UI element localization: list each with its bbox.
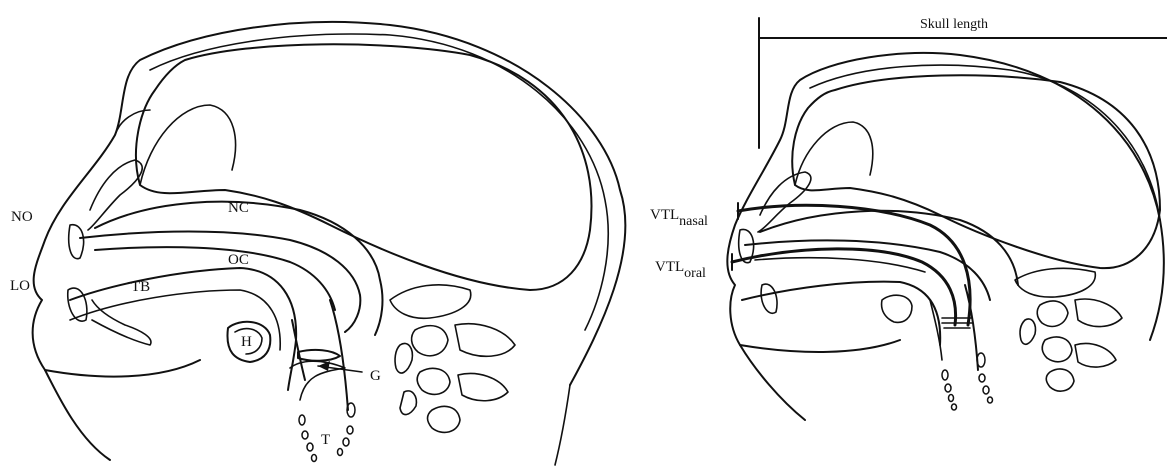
left-jaw [45, 360, 200, 377]
vtl-nasal-label: VTLnasal [650, 207, 708, 229]
right-cranium-outer [810, 65, 1160, 220]
left-glottis [298, 350, 340, 361]
right-jaw [740, 340, 900, 352]
left-upper-incisor [69, 225, 84, 259]
label-oc: OC [228, 252, 249, 268]
vtl-oral-sub: oral [684, 266, 706, 281]
right-skull-diagram: Skull length [650, 17, 1167, 420]
right-vertebrae [1015, 268, 1122, 391]
left-skull-diagram: NO NC OC LO TB H G T [10, 22, 625, 465]
left-vertebrae [390, 285, 515, 433]
left-lower-incisor [68, 288, 87, 321]
skull-length-label: Skull length [920, 17, 988, 32]
label-t: T [321, 432, 330, 448]
right-orbit [795, 122, 873, 185]
vtl-oral-label: VTLoral [655, 259, 706, 281]
label-g: G [370, 368, 381, 384]
vtl-nasal-sub: nasal [679, 214, 708, 229]
right-trachea [942, 353, 993, 410]
left-neck-line [555, 385, 570, 465]
label-h: H [241, 334, 252, 350]
vtl-oral-path [732, 249, 956, 325]
left-mandible-inner [92, 300, 151, 345]
right-nasal-cavity [760, 211, 1018, 285]
left-orbit [140, 105, 236, 185]
left-tongue-body [70, 268, 296, 390]
vtl-nasal-main: VTL [650, 207, 679, 223]
right-lower-incisor [761, 284, 777, 313]
right-hyoid [882, 295, 912, 322]
left-larynx [290, 361, 345, 400]
right-oral-upper [755, 258, 925, 272]
label-lo: LO [10, 278, 30, 294]
right-brain-case [792, 75, 1160, 268]
left-cranium-outer [150, 34, 608, 330]
vtl-oral-main: VTL [655, 259, 684, 275]
label-tb: TB [131, 279, 150, 295]
label-nc: NC [228, 200, 249, 216]
label-no: NO [11, 209, 33, 225]
